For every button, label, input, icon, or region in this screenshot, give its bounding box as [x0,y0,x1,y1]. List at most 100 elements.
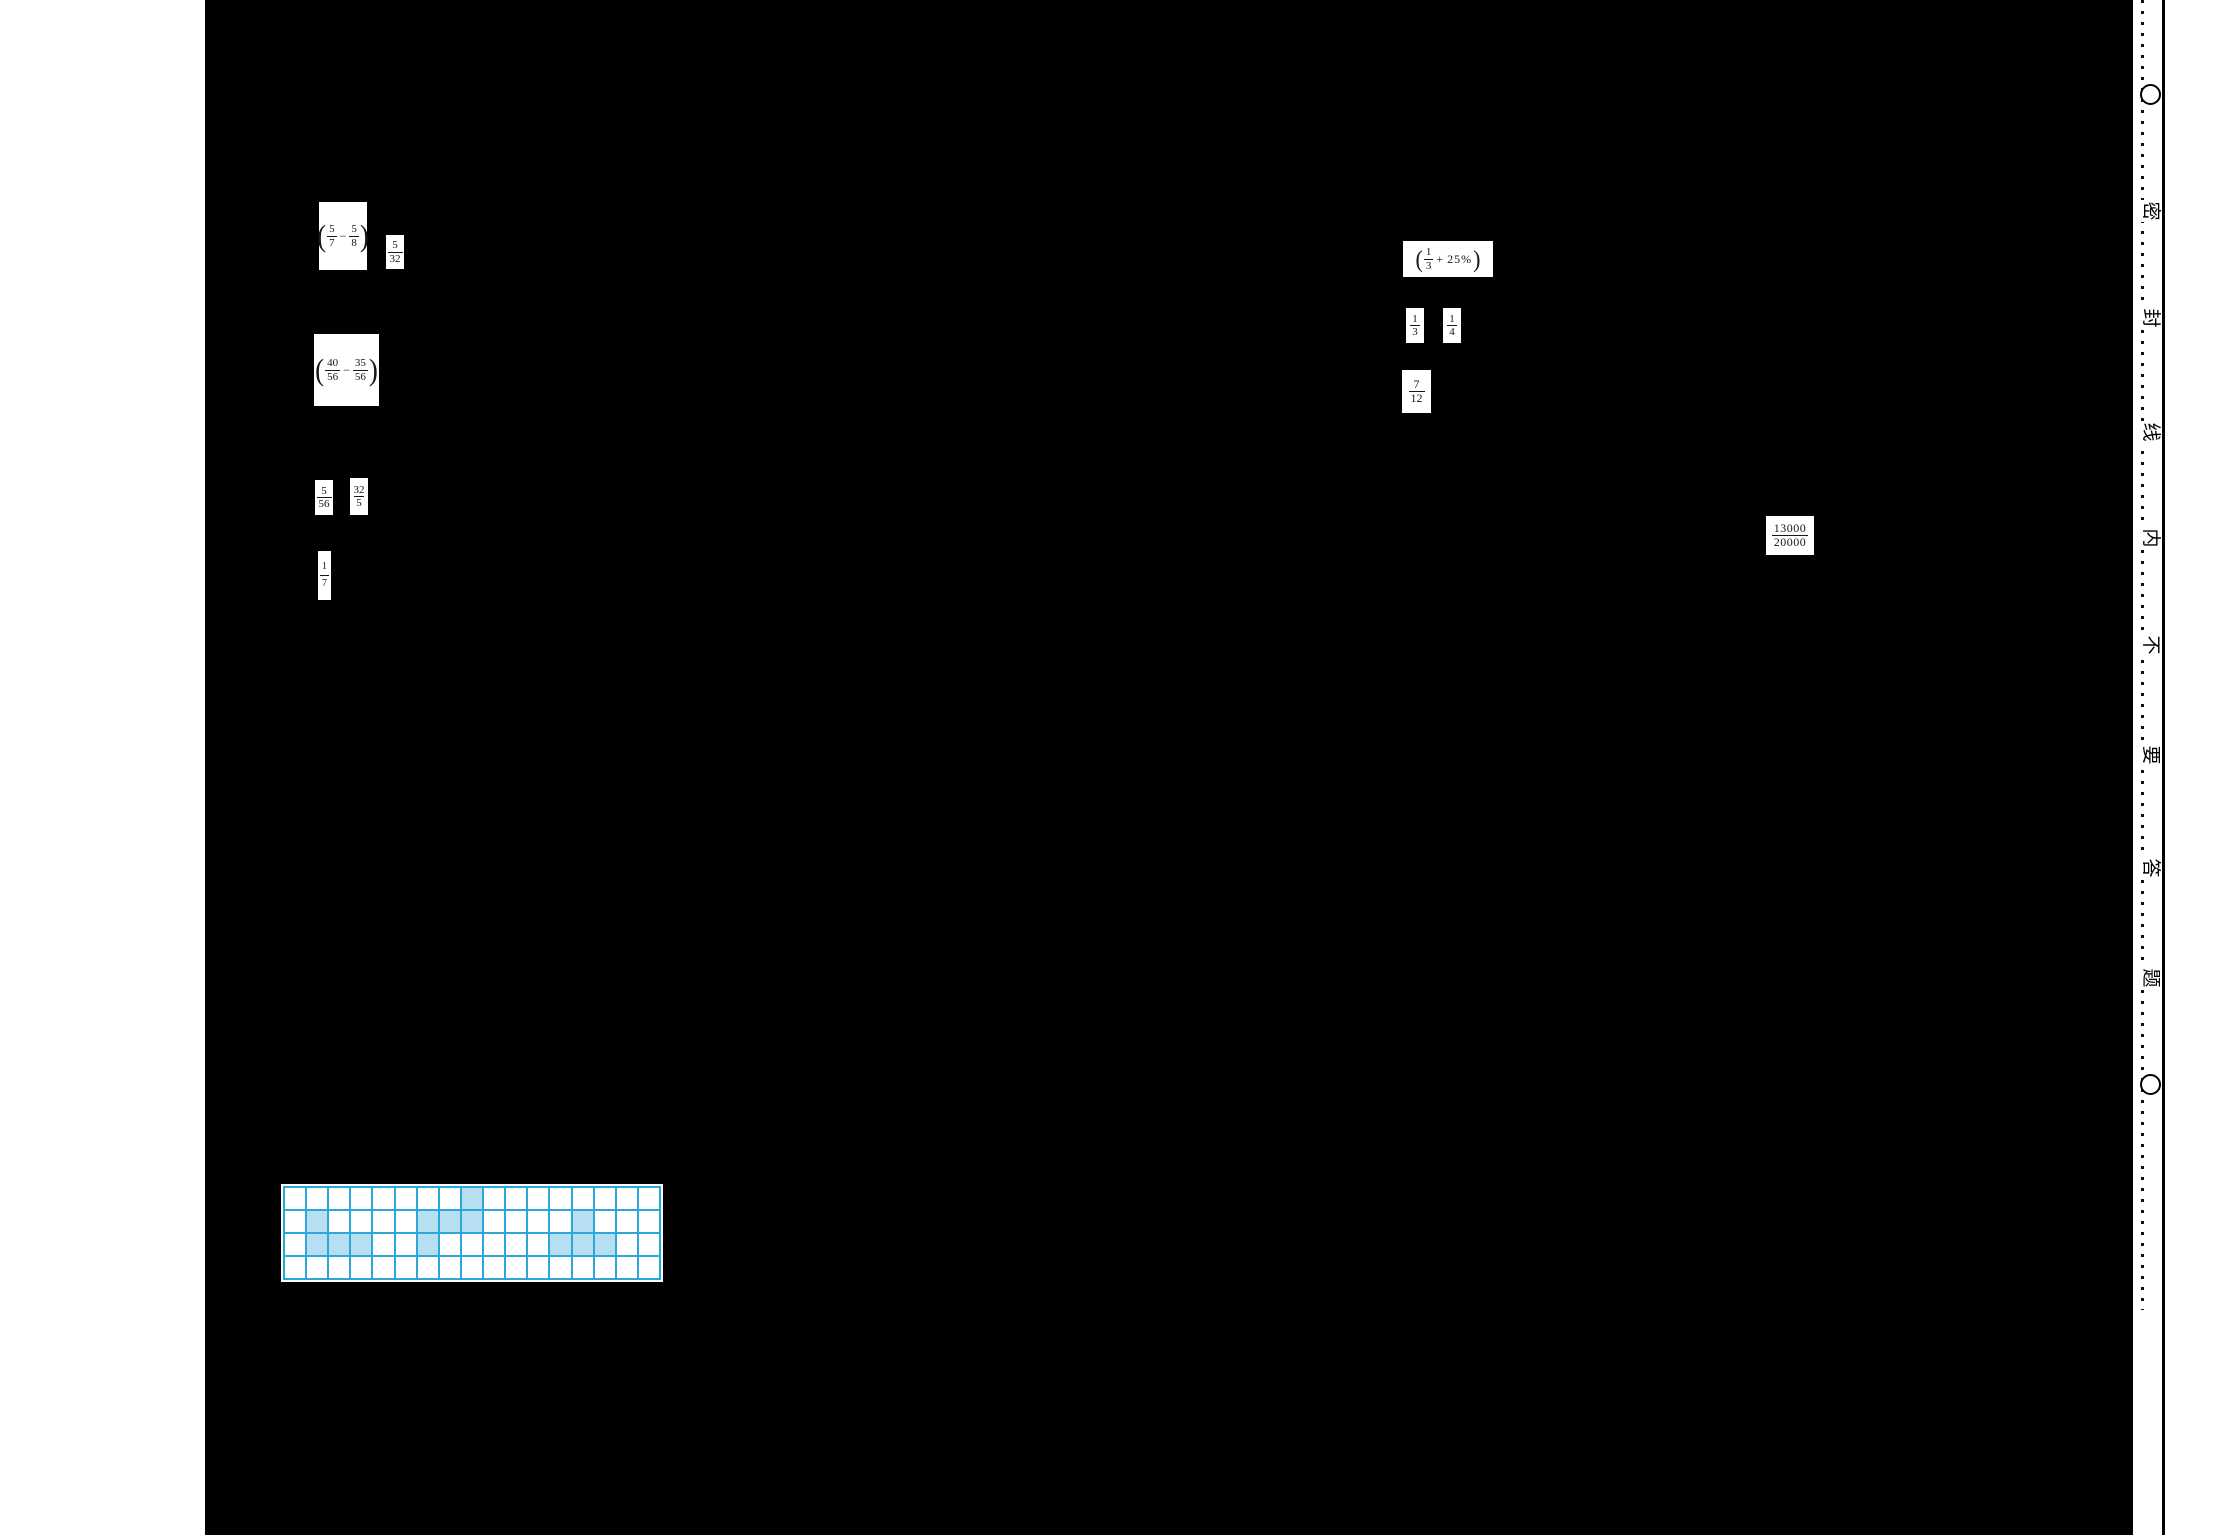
grid-cell [528,1234,549,1255]
blacked-out-region [205,0,2133,1535]
grid-cell [351,1234,372,1255]
grid-cell [484,1188,505,1209]
grid-cell [351,1211,372,1232]
denominator: 7 [320,575,329,592]
grid-cell [351,1188,372,1209]
grid-cell [594,1188,615,1209]
seal-char: 答 [2139,857,2161,879]
grid-cell [594,1257,615,1278]
seal-circle [2140,84,2161,105]
grid-cell [506,1234,527,1255]
grid-cell [550,1188,571,1209]
numerator: 35 [354,357,366,370]
seal-char: 线 [2139,421,2161,443]
close-paren: ) [368,352,378,387]
denominator: 56 [316,497,332,510]
denominator: 5 [354,496,364,509]
grid-cell [506,1257,527,1278]
grid-cell [395,1211,416,1232]
denominator: 3 [1423,258,1434,272]
grid-cell [285,1234,306,1255]
numerator: 5 [351,223,357,236]
grid-cell [528,1188,549,1209]
operator: + [1436,251,1444,266]
numerator: 1 [1425,246,1432,259]
grid-cell [484,1211,505,1232]
grid-cell [461,1211,483,1232]
grid-cell [395,1257,416,1278]
numerator: 5 [321,484,327,497]
seal-char: 题 [2139,967,2161,989]
seal-circle [2140,1074,2161,1095]
grid-cell [572,1211,593,1232]
denominator: 4 [1447,325,1457,338]
grid-cell [572,1188,593,1209]
grid-cell [439,1257,460,1278]
grid-cell [329,1234,350,1255]
seal-solid-line [2162,0,2165,1535]
denominator: 56 [352,369,368,383]
grid-cell [616,1257,637,1278]
denominator: 7 [327,235,337,249]
operator: − [343,362,350,377]
grid-cell [638,1211,659,1232]
close-paren: ) [1473,244,1481,273]
grid-cell [439,1211,460,1232]
grid-cell [417,1188,438,1209]
numerator: 5 [329,223,335,236]
grid-cell [484,1234,505,1255]
denominator: 20000 [1771,535,1809,549]
grid-cell [351,1257,372,1278]
grid-cell [550,1211,571,1232]
denominator: 8 [349,235,359,249]
seal-char: 不 [2139,634,2161,656]
seal-char: 内 [2139,527,2161,549]
numerator: 1 [1449,312,1455,325]
grid-cell [329,1257,350,1278]
grid-cell [395,1188,416,1209]
denominator: 3 [1410,325,1420,338]
grid-cell [638,1234,659,1255]
grid-cell [572,1257,593,1278]
grid-cell [461,1257,483,1278]
grid-cell [550,1257,571,1278]
grid-cell [506,1188,527,1209]
operator: − [339,228,347,243]
numerator: 1 [322,561,327,572]
grid-cell [417,1211,438,1232]
denominator: 56 [325,369,341,383]
grid-cell [285,1188,306,1209]
percent-term: 25% [1447,251,1473,266]
grid-cell [616,1188,637,1209]
numerator: 40 [327,357,339,370]
grid-cell [439,1234,460,1255]
close-paren: ) [359,218,369,253]
denominator: 32 [387,251,403,265]
answer-grid [283,1186,661,1280]
grid-cell [307,1211,328,1232]
answer-grid-fragment [281,1184,663,1282]
numerator: 7 [1413,376,1420,391]
grid-cell [594,1234,615,1255]
